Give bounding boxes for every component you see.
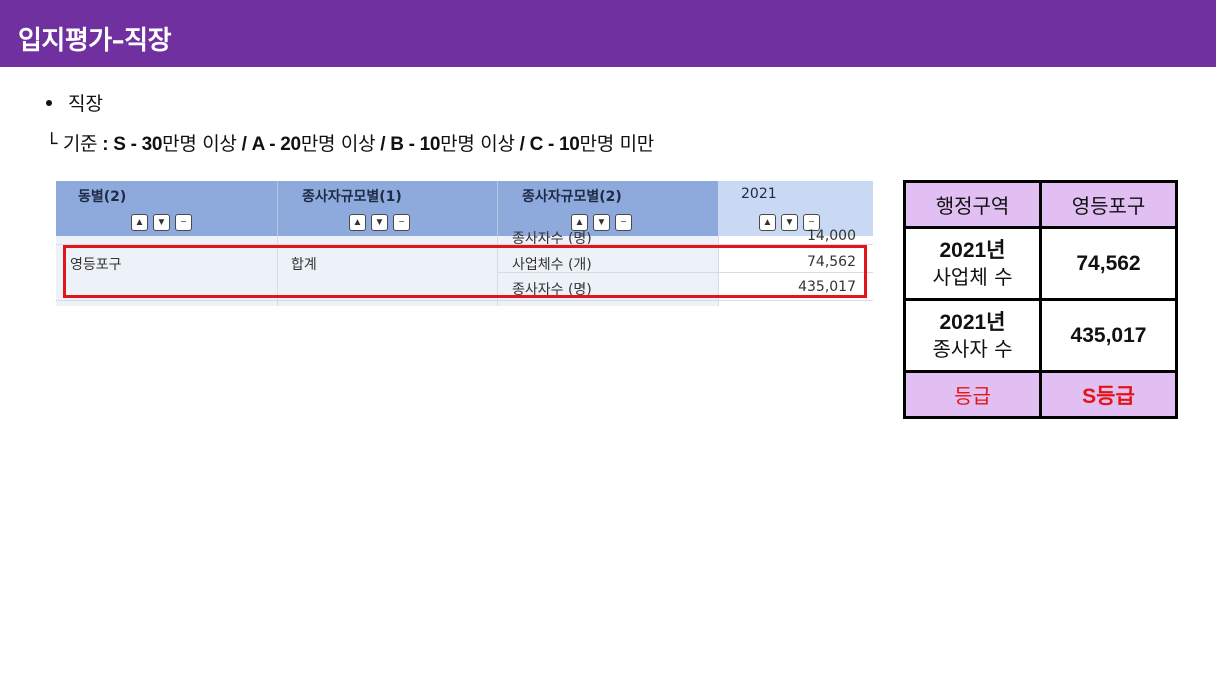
- sort-up-icon[interactable]: ▲: [759, 214, 776, 231]
- summary-header-right: 영등포구: [1039, 180, 1178, 229]
- collapse-icon[interactable]: −: [393, 214, 410, 231]
- sort-down-icon[interactable]: ▼: [593, 214, 610, 231]
- row-divider: [56, 244, 873, 245]
- grade-criteria: └ 기준 : S - 30만명 이상 / A - 20만명 이상 / B - 1…: [46, 129, 654, 156]
- sort-down-icon[interactable]: ▼: [781, 214, 798, 231]
- header-size-1: 종사자규모별(1): [302, 189, 402, 205]
- collapse-icon[interactable]: −: [175, 214, 192, 231]
- slide-title: 입지평가–직장: [18, 26, 172, 56]
- header-divider: [277, 181, 278, 236]
- sort-down-icon[interactable]: ▼: [153, 214, 170, 231]
- criteria-s-grade: S - 30: [113, 134, 163, 155]
- criteria-sep-3: /: [514, 134, 530, 155]
- header-size-1-controls: ▲ ▼ −: [349, 214, 410, 231]
- summary-businesses-value: 74,562: [1039, 226, 1178, 301]
- sort-up-icon[interactable]: ▲: [131, 214, 148, 231]
- bullet-dot-icon: [46, 100, 52, 106]
- summary-workers-text: 종사자 수: [932, 336, 1013, 361]
- header-size-2-controls: ▲ ▼ −: [571, 214, 632, 231]
- header-size-2: 종사자규모별(2): [522, 189, 622, 205]
- column-divider: [497, 236, 498, 306]
- criteria-b-grade: B - 10: [390, 134, 441, 155]
- bullet-item: 직장: [46, 89, 103, 116]
- row-divider: [56, 300, 873, 301]
- statistics-table-screenshot: 동별(2) 종사자규모별(1) 종사자규모별(2) 2021 ▲ ▼ − ▲ ▼…: [56, 181, 873, 306]
- size-group-cell: 합계: [291, 257, 317, 273]
- header-district: 동별(2): [78, 189, 127, 205]
- header-district-controls: ▲ ▼ −: [131, 214, 192, 231]
- collapse-icon[interactable]: −: [615, 214, 632, 231]
- criteria-c-text: 만명 미만: [579, 133, 655, 155]
- sort-down-icon[interactable]: ▼: [371, 214, 388, 231]
- summary-row-workers: 2021년 종사자 수 435,017: [903, 298, 1178, 373]
- collapse-icon[interactable]: −: [803, 214, 820, 231]
- summary-businesses-text: 사업체 수: [932, 264, 1013, 289]
- row-value-workers: 435,017: [798, 279, 856, 295]
- title-bar: 입지평가–직장: [0, 0, 1216, 67]
- header-divider: [497, 181, 498, 236]
- criteria-s-text: 만명 이상: [162, 133, 237, 155]
- summary-grade-value: S등급: [1039, 370, 1178, 419]
- summary-workers-value: 435,017: [1039, 298, 1178, 373]
- highlight-box: [63, 245, 867, 298]
- row-label-businesses: 사업체수 (개): [512, 257, 592, 273]
- column-divider: [718, 236, 719, 306]
- summary-table: 행정구역 영등포구 2021년 사업체 수 74,562 2021년 종사자 수…: [903, 180, 1178, 419]
- sort-up-icon[interactable]: ▲: [349, 214, 366, 231]
- criteria-a-text: 만명 이상: [300, 133, 376, 155]
- summary-grade-label: 등급: [903, 370, 1042, 419]
- row-label-workers: 종사자수 (명): [512, 282, 592, 298]
- header-year: 2021: [741, 186, 777, 202]
- summary-workers-year: 2021년: [939, 310, 1006, 334]
- summary-header-row: 행정구역 영등포구: [903, 180, 1178, 229]
- criteria-b-text: 만명 이상: [440, 133, 515, 155]
- summary-grade-row: 등급 S등급: [903, 370, 1178, 419]
- row-divider: [497, 272, 873, 273]
- header-year-controls: ▲ ▼ −: [759, 214, 820, 231]
- criteria-prefix: └ 기준: [46, 133, 98, 155]
- criteria-sep-1: /: [236, 134, 252, 155]
- partial-row-label: 종사자수 (명): [512, 231, 592, 247]
- criteria-colon: :: [97, 134, 114, 155]
- row-value-businesses: 74,562: [807, 254, 856, 270]
- district-cell: 영등포구: [70, 257, 122, 273]
- criteria-sep-2: /: [375, 134, 391, 155]
- summary-businesses-year: 2021년: [939, 238, 1006, 262]
- partial-row-value: 14,000: [807, 228, 856, 244]
- summary-workers-label: 2021년 종사자 수: [903, 298, 1042, 373]
- summary-header-left: 행정구역: [903, 180, 1042, 229]
- column-divider: [277, 236, 278, 306]
- summary-row-businesses: 2021년 사업체 수 74,562: [903, 226, 1178, 301]
- sort-up-icon[interactable]: ▲: [571, 214, 588, 231]
- criteria-a-grade: A - 20: [251, 134, 302, 155]
- criteria-c-grade: C - 10: [529, 134, 580, 155]
- summary-businesses-label: 2021년 사업체 수: [903, 226, 1042, 301]
- bullet-text: 직장: [68, 93, 103, 115]
